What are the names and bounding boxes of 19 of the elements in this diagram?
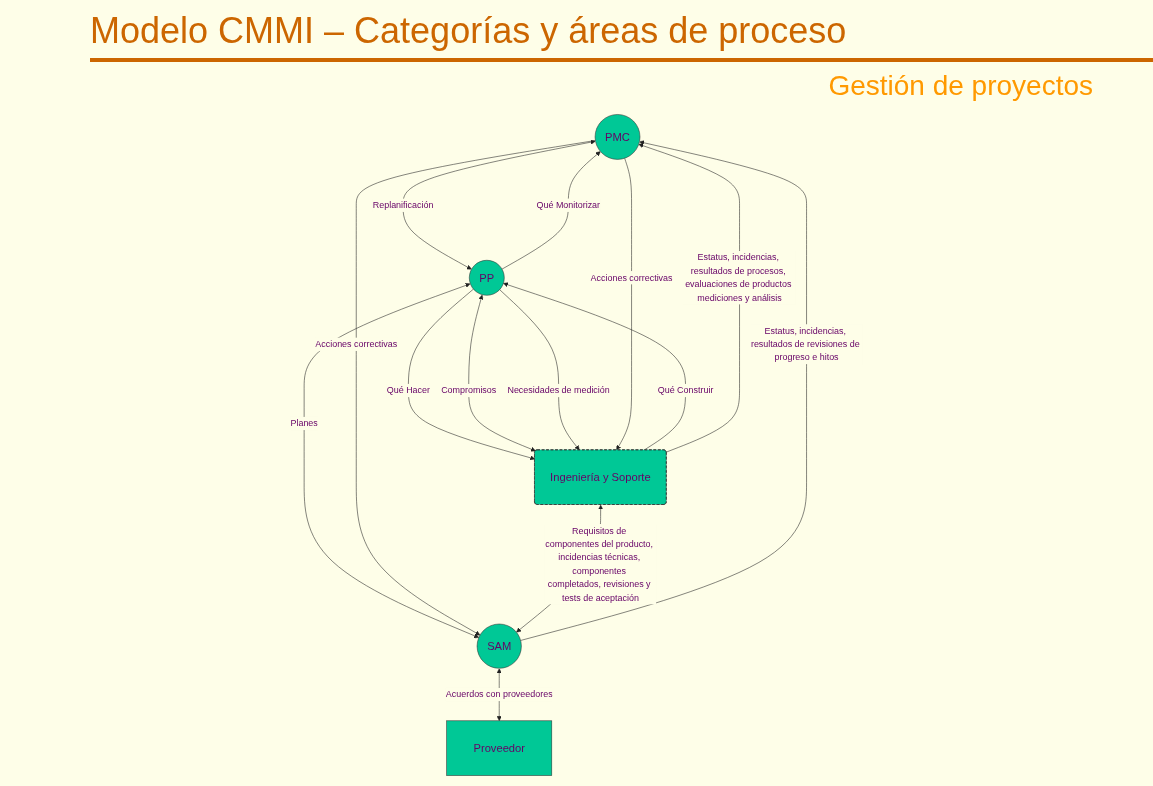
edge-label: Acciones correctivas [315, 339, 398, 349]
title: Modelo CMMI – Categorías y áreas de proceso [90, 10, 1153, 62]
edge-label: Qué Monitorizar [536, 200, 601, 210]
edge-label: Replanificación [372, 200, 434, 210]
edge-label: Qué Construir [657, 385, 714, 396]
node-circle: PP [469, 260, 505, 296]
edge-label: Requisitos de componentes del producto, incidencias técnicas, componentes completados, revisiones y tests de aceptación [545, 525, 654, 603]
edge-label: Compromisos [441, 385, 497, 396]
edge-label: Estatus, incidencias, resultados de revisiones de progreso e hitos [750, 325, 860, 363]
edge-label: Estatus, incidencias, resultados de procesos, evaluaciones de productos mediciones y análisis [685, 252, 792, 303]
node-circle: SAM [476, 623, 522, 669]
edge-label: Acciones correctivas [590, 272, 673, 283]
edge-label: Qué Hacer [386, 385, 431, 396]
edge-label: Acuerdos con proveedores [445, 689, 553, 700]
node-box: Proveedor [446, 720, 553, 776]
node-circle: PMC [594, 114, 641, 160]
edge-label: Planes [290, 418, 318, 428]
section-heading: Gestión de proyectos [828, 70, 1093, 102]
edge-label: Necesidades de medición [507, 385, 610, 396]
